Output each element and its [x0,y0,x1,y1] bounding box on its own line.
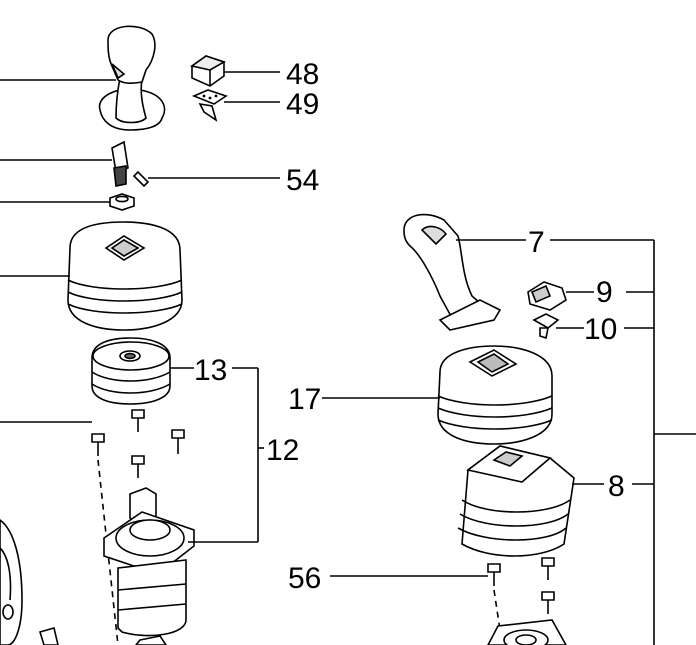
hex-nut [109,193,135,211]
terminal-10 [532,313,560,340]
callout-12: 12 [266,434,299,467]
callout-54: 54 [286,164,319,197]
right-base-plate [487,619,567,645]
left-base-housing [0,519,59,645]
callout-13: 13 [194,354,227,387]
dashed-axis-right [493,589,501,631]
connector-plug-48 [190,55,226,87]
callout-8: 8 [608,470,625,503]
callout-10: 10 [584,313,617,346]
shaft-stud [111,140,129,187]
callout-7: 7 [528,226,545,259]
left-joystick-handle [98,25,166,131]
connector-9 [527,281,567,311]
seal-plate-13 [91,337,171,405]
callout-56: 56 [288,562,321,595]
callout-48: 48 [286,58,319,91]
pilot-valve-12 [103,487,195,645]
connector-socket-49 [191,89,228,122]
callout-49: 49 [286,88,319,121]
screw-set-56 [487,557,555,614]
boot-8 [457,445,575,557]
callout-9: 9 [596,276,613,309]
right-joystick-handle-7 [403,213,502,331]
screw-set-left [91,409,185,478]
callout-17: 17 [288,383,321,416]
left-rubber-boot [67,221,183,331]
right-boot-17 [437,345,553,445]
pin-54 [132,170,150,188]
